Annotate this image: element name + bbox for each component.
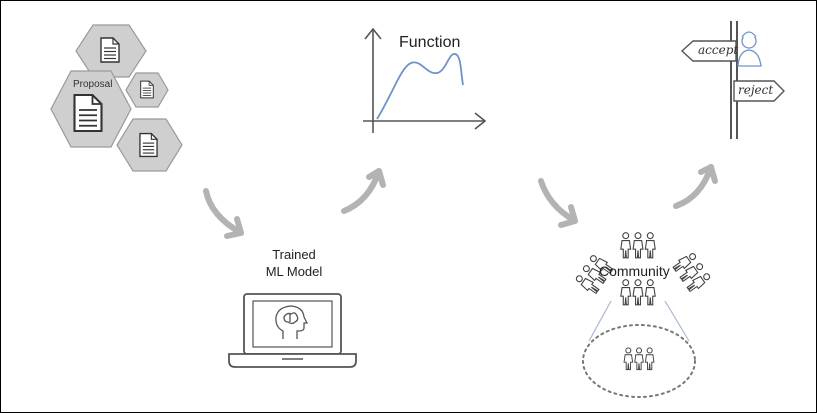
people-group-icon <box>621 280 655 305</box>
document-icon <box>100 37 120 63</box>
proposal-label: Proposal <box>73 79 113 90</box>
document-icon <box>140 80 154 99</box>
curved-arrow-icon <box>673 164 714 209</box>
ml-model-label-line1: Trained <box>272 247 316 262</box>
curved-arrow-icon <box>224 216 244 239</box>
community-group <box>574 233 712 398</box>
people-group-icon <box>621 233 655 258</box>
curved-arrow-icon <box>203 188 244 236</box>
curved-arrow-icon <box>341 168 382 214</box>
function-label: Function <box>399 34 461 51</box>
people-group-icon <box>672 251 712 294</box>
document-icon <box>139 132 158 158</box>
curved-arrow-icon <box>698 164 718 184</box>
people-group-icon <box>624 348 654 370</box>
reject-sign <box>733 80 785 102</box>
reject-label: reject <box>738 83 774 97</box>
community-label: Community <box>599 263 670 279</box>
function-curve <box>376 53 464 120</box>
document-icon <box>73 93 103 133</box>
signpost-icon <box>680 21 785 139</box>
curved-arrow-icon <box>558 204 578 228</box>
accept-label: accept <box>698 43 739 57</box>
ml-model-label-line2: ML Model <box>265 264 323 279</box>
brain-head-icon <box>275 305 309 339</box>
laptop-icon <box>228 293 357 368</box>
accept-sign <box>680 40 737 62</box>
document-cluster <box>50 24 183 172</box>
function-plot-icon <box>363 27 487 133</box>
curved-arrow-icon <box>366 168 386 188</box>
flow-arrows <box>203 164 718 239</box>
ml-model-label: Trained ML Model <box>249 246 339 280</box>
selected-subgroup <box>582 324 696 398</box>
curved-arrow-icon <box>538 178 578 224</box>
reviewer-icon <box>737 31 762 67</box>
